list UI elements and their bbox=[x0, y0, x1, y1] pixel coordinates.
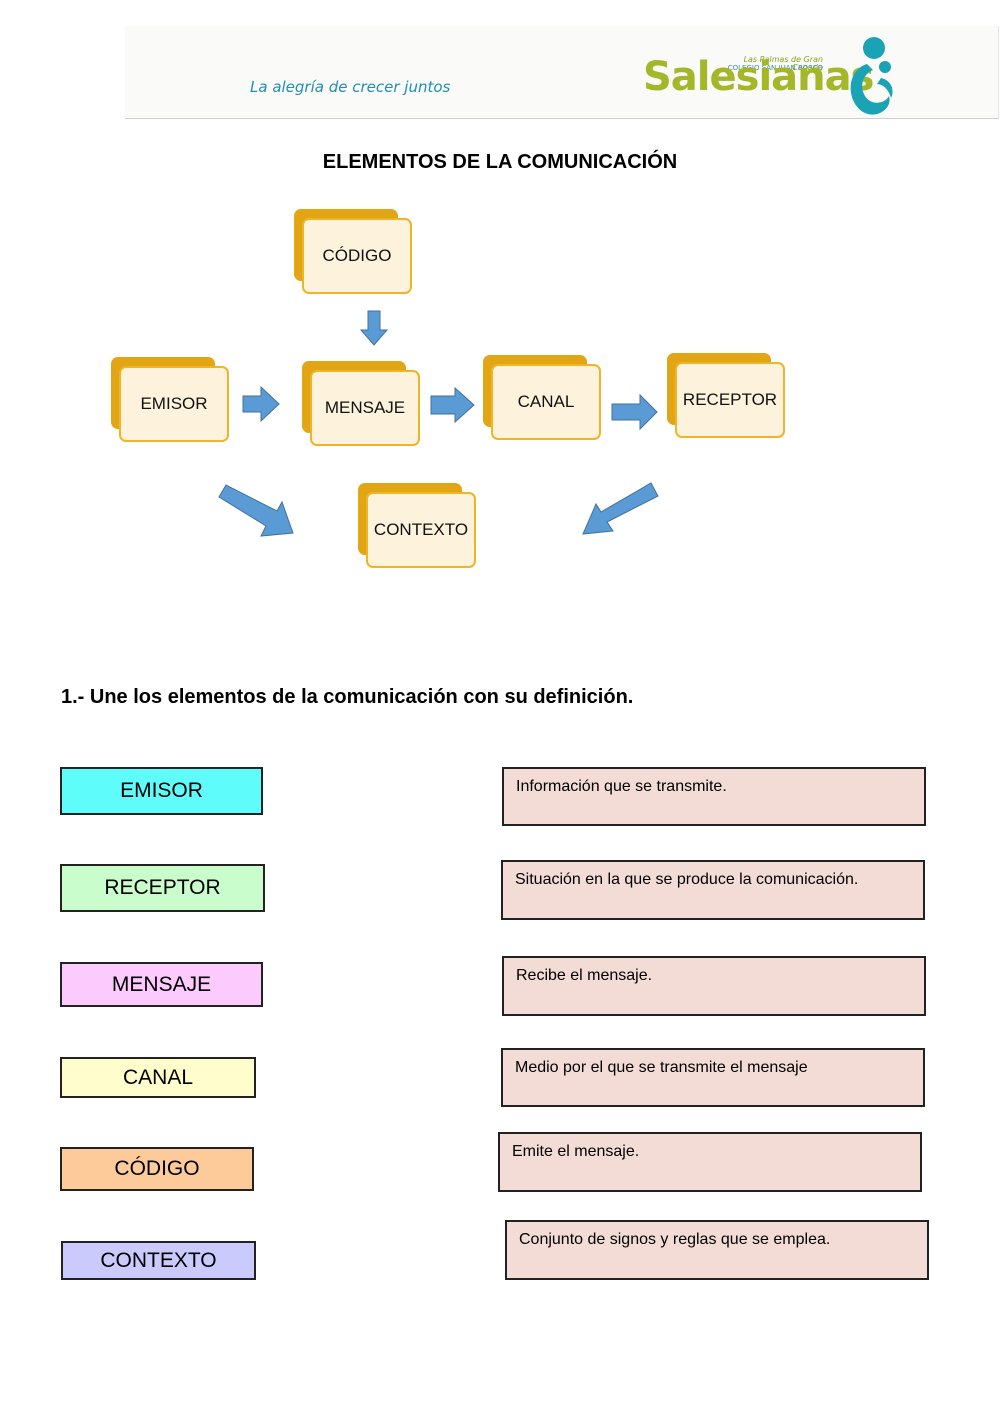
term-canal[interactable]: CANAL bbox=[60, 1057, 256, 1098]
term-codigo[interactable]: CÓDIGO bbox=[60, 1147, 254, 1191]
definition-box[interactable]: Emite el mensaje. bbox=[498, 1132, 922, 1192]
term-emisor[interactable]: EMISOR bbox=[60, 767, 263, 815]
diagram-node-receptor: RECEPTOR bbox=[667, 353, 785, 438]
diagram-node-contexto: CONTEXTO bbox=[358, 483, 476, 568]
definition-box[interactable]: Conjunto de signos y reglas que se emple… bbox=[505, 1220, 929, 1280]
definition-box[interactable]: Información que se transmite. bbox=[502, 767, 926, 826]
arrow-right-icon bbox=[242, 385, 280, 423]
diagram-node-emisor: EMISOR bbox=[111, 357, 229, 442]
tagline: La alegría de crecer juntos bbox=[250, 78, 451, 96]
definition-box[interactable]: Situación en la que se produce la comuni… bbox=[501, 860, 925, 920]
diagram-node-codigo: CÓDIGO bbox=[294, 209, 412, 294]
arrow-diagonal-down-left-icon bbox=[582, 482, 659, 535]
arrow-right-icon bbox=[430, 386, 475, 424]
definition-box[interactable]: Recibe el mensaje. bbox=[502, 956, 926, 1016]
logo-school-text: COLEGIO SAN JUAN BOSCO bbox=[727, 64, 823, 72]
logo-location-text: Las Palmas de Gran Canaria bbox=[743, 55, 823, 72]
salesianas-logo-icon bbox=[850, 37, 893, 115]
arrow-down-icon bbox=[359, 310, 389, 346]
page-title: ELEMENTOS DE LA COMUNICACIÓN bbox=[322, 151, 678, 173]
logo-wordmark: Salesianas bbox=[643, 54, 874, 100]
header-banner: La alegría de crecer juntos Las Palmas d… bbox=[125, 26, 999, 119]
term-contexto[interactable]: CONTEXTO bbox=[61, 1241, 256, 1280]
exercise-question: 1.- Une los elementos de la comunicación… bbox=[61, 686, 634, 708]
term-receptor[interactable]: RECEPTOR bbox=[60, 864, 265, 912]
arrow-right-icon bbox=[611, 393, 658, 431]
diagram-node-mensaje: MENSAJE bbox=[302, 361, 420, 446]
arrow-diagonal-down-right-icon bbox=[218, 484, 294, 537]
definition-box[interactable]: Medio por el que se transmite el mensaje bbox=[501, 1048, 925, 1107]
diagram-arrows bbox=[218, 310, 659, 537]
diagram-node-canal: CANAL bbox=[483, 355, 601, 440]
term-mensaje[interactable]: MENSAJE bbox=[60, 962, 263, 1007]
